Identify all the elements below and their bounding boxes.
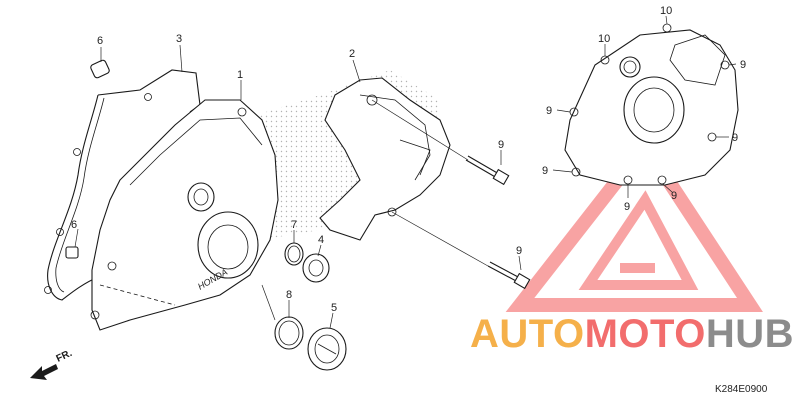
watermark-text: AUTOMOTOHUB [470,312,794,356]
right-cover-assembly [564,23,739,186]
middle-cover-part-2 [319,77,451,241]
label-part-9-c: 9 [740,59,746,71]
dowel-pin-lower [65,246,79,259]
label-part-6-upper: 6 [97,35,103,47]
figure-code: K284E0900 [715,384,768,395]
label-part-9-h: 9 [671,190,677,202]
o-ring-part-8 [274,316,304,350]
label-part-6-lower: 6 [71,219,77,231]
label-part-5: 5 [331,302,337,314]
watermark-logo [505,132,763,312]
label-part-9-d: 9 [546,105,552,117]
watermark-moto: MOTO [585,312,706,356]
label-part-8: 8 [286,289,292,301]
label-part-10-a: 10 [660,5,672,17]
dowel-pin-upper [90,59,110,79]
label-part-2: 2 [349,48,355,60]
left-cover-part-1: HONDA [90,99,279,331]
plug-part-4 [302,253,330,283]
watermark-auto: AUTO [470,312,585,356]
bolt-upper [465,155,510,186]
label-part-9-e: 9 [732,132,738,144]
label-part-9-f: 9 [542,165,548,177]
front-direction-indicator: FR. [30,348,74,380]
label-part-4: 4 [318,234,324,246]
plug-part-5 [307,327,347,371]
front-direction-label: FR. [55,348,74,365]
label-part-1: 1 [237,69,243,81]
label-part-10-b: 10 [598,33,610,45]
label-part-3: 3 [176,33,182,45]
o-ring-part-7 [284,242,304,266]
bolt-lower [487,261,531,290]
watermark-hub: HUB [706,312,794,356]
label-part-9-b: 9 [516,245,522,257]
front-arrow-icon [30,364,58,380]
label-part-9-a: 9 [498,139,504,151]
label-part-9-g: 9 [624,201,630,213]
label-part-7: 7 [291,219,297,231]
svg-text:AUTOMOTOHUB: AUTOMOTOHUB [470,312,794,356]
